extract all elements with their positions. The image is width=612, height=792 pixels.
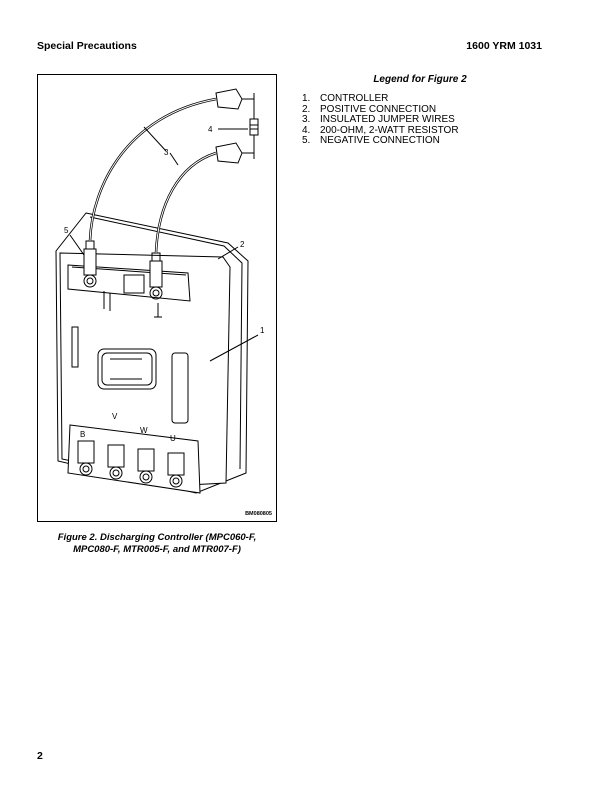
callout-3: 3 [164, 148, 169, 157]
figure-caption: Figure 2. Discharging Controller (MPC060… [37, 532, 277, 556]
figure-2-illustration: 4 3 2 5 1 B V W U BM080805 [37, 74, 277, 522]
legend-title: Legend for Figure 2 [373, 74, 467, 85]
terminal-label-b: B [80, 430, 85, 439]
callout-4: 4 [208, 125, 213, 134]
controller-drawing: 4 3 2 5 1 B V W U [55, 88, 265, 494]
callout-1: 1 [260, 326, 265, 335]
callout-5: 5 [64, 226, 69, 235]
legend-list: 1.CONTROLLER 2.POSITIVE CONNECTION 3.INS… [302, 93, 459, 147]
terminal-label-u: U [170, 434, 176, 443]
legend-item: 4.200-OHM, 2-WATT RESISTOR [302, 124, 459, 136]
figure-code: BM080805 [245, 511, 272, 517]
terminal-label-v: V [112, 412, 118, 421]
page-number: 2 [37, 750, 43, 762]
legend-item: 1.CONTROLLER [302, 93, 389, 104]
terminal-label-w: W [140, 426, 148, 435]
callout-2: 2 [240, 240, 245, 249]
document-number: 1600 YRM 1031 [466, 40, 542, 52]
section-title: Special Precautions [37, 40, 137, 52]
caption-line-2: MPC080-F, MTR005-F, and MTR007-F) [73, 544, 241, 555]
legend-item: 2.POSITIVE CONNECTION [302, 103, 437, 115]
legend-item: 5.NEGATIVE CONNECTION [302, 135, 440, 146]
legend-item: 3.INSULATED JUMPER WIRES [302, 114, 455, 125]
caption-line-1: Figure 2. Discharging Controller (MPC060… [57, 532, 257, 543]
